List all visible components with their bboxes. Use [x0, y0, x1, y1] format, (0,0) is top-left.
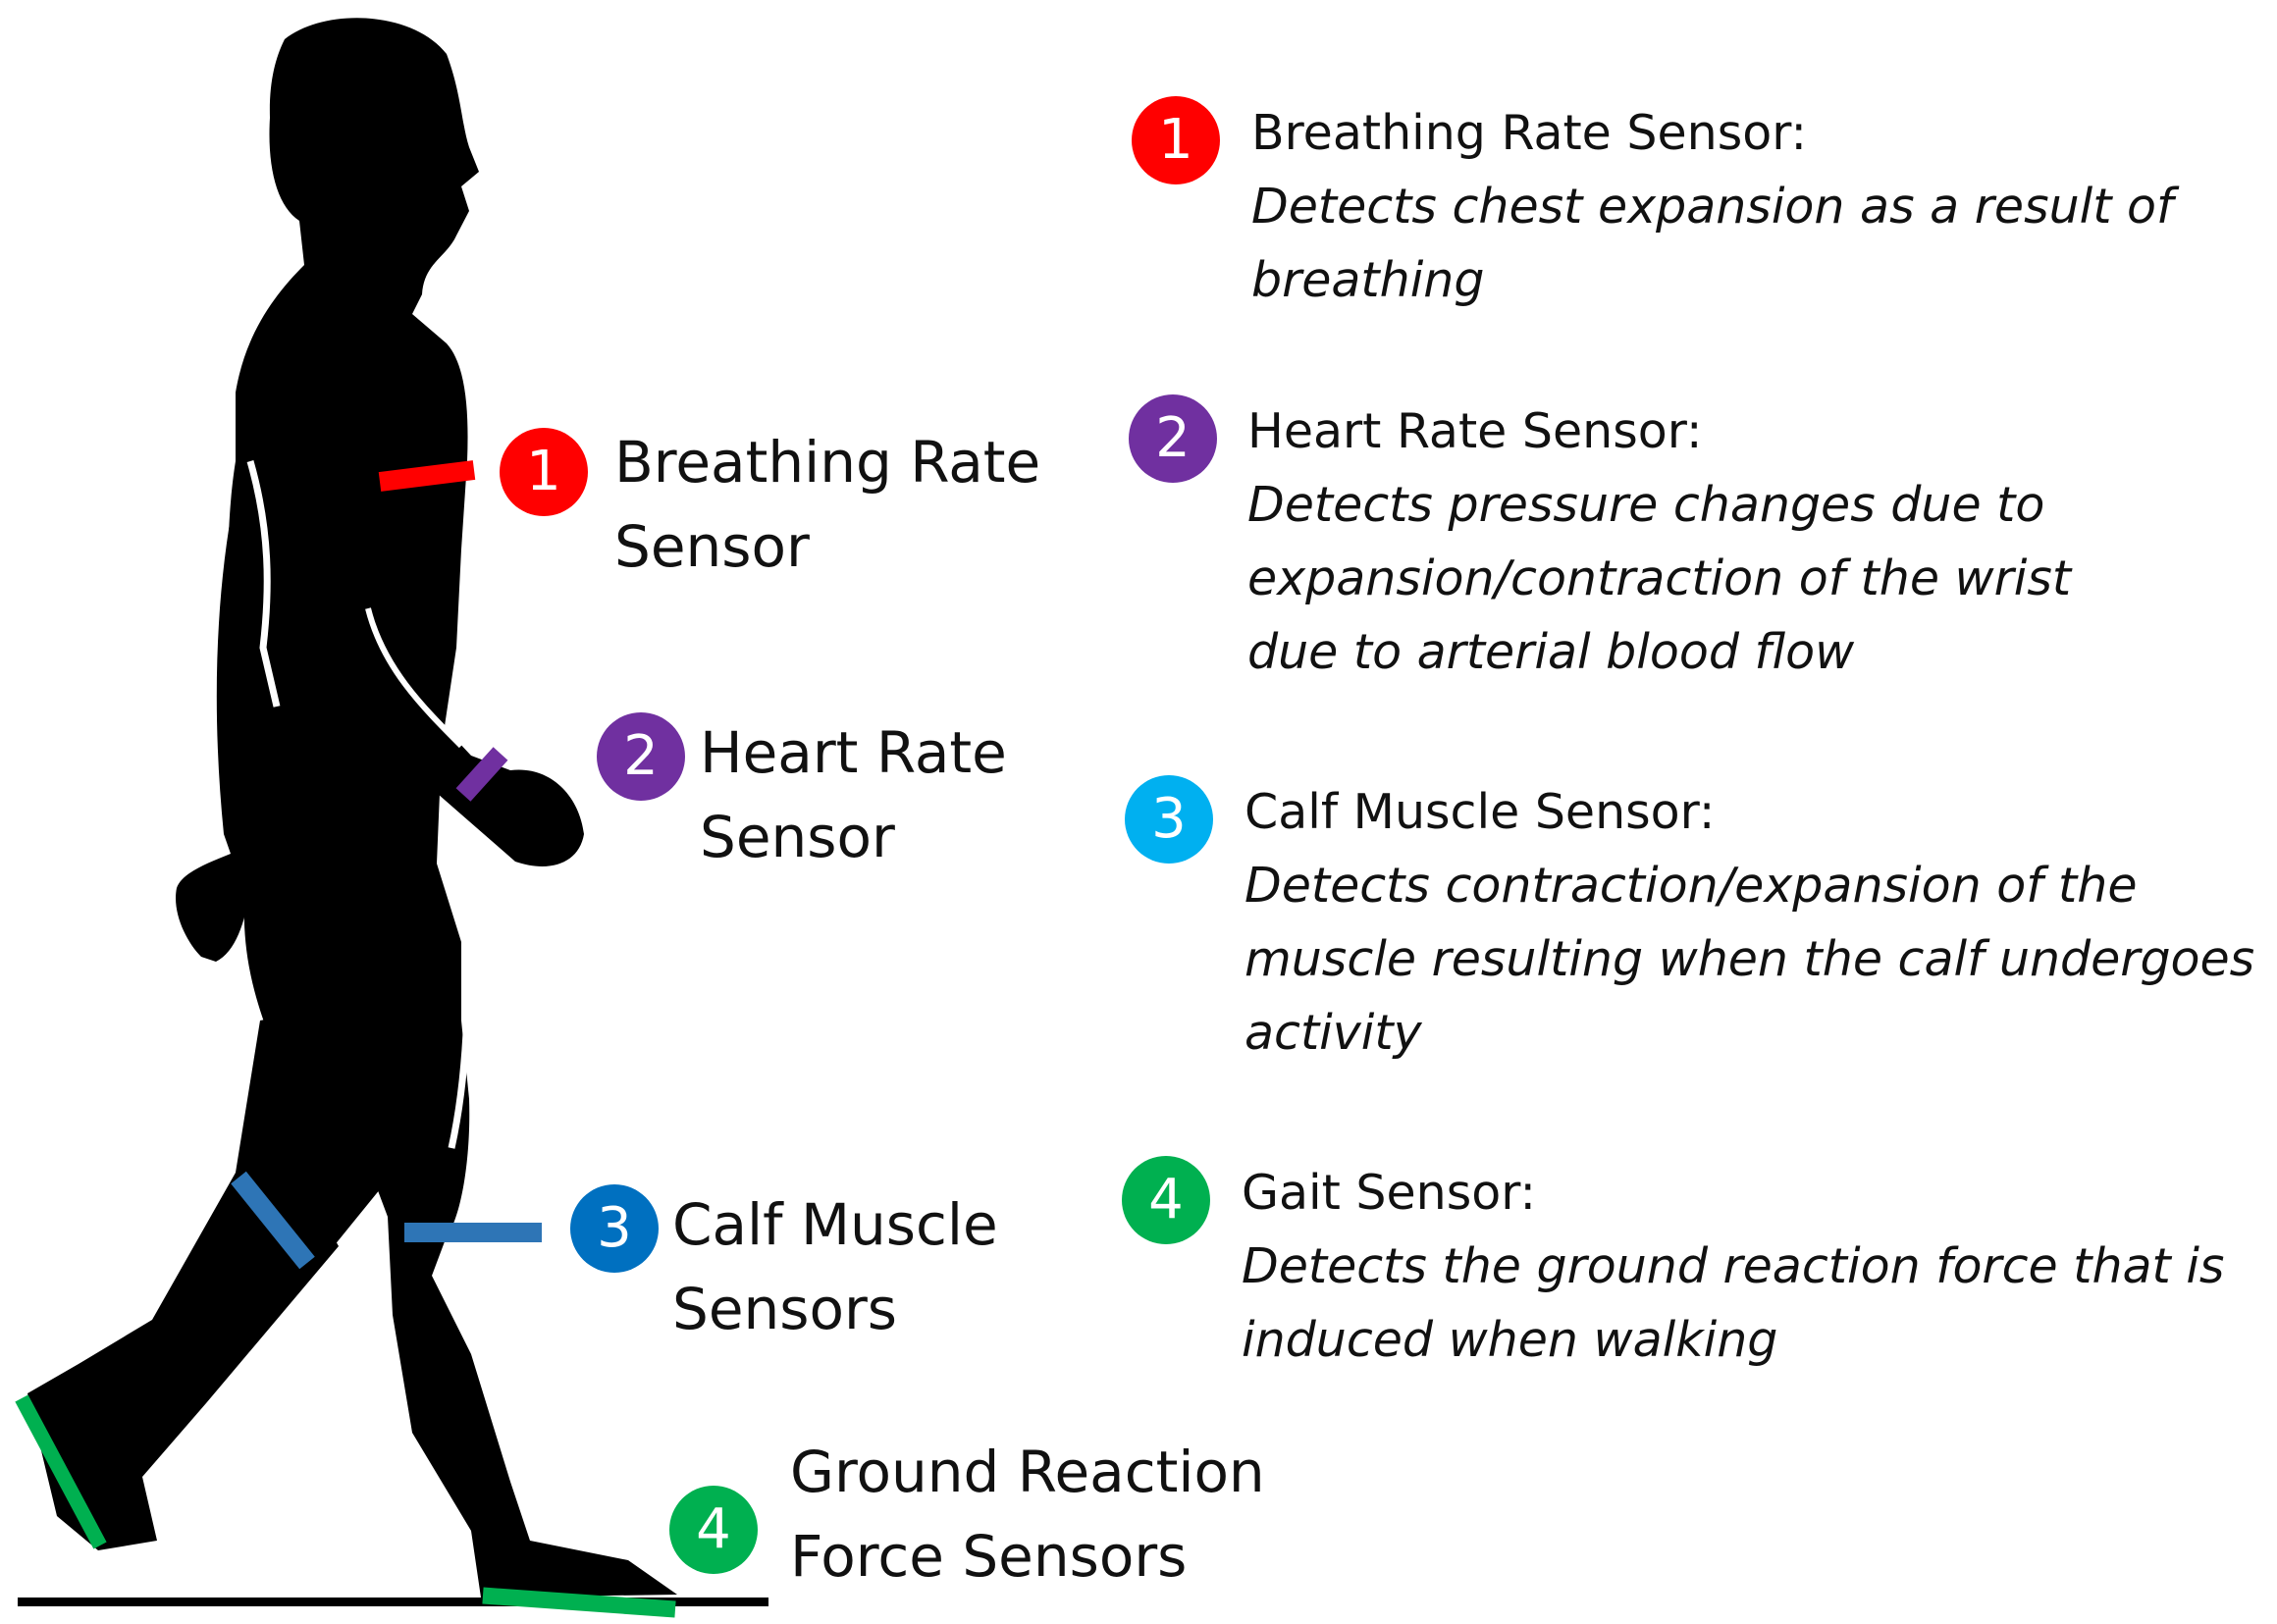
legend-1-desc-line1: Detects chest expansion as a result of [1251, 179, 2174, 235]
sensor-3-label-line1: Calf Muscle [672, 1191, 998, 1258]
legend-4-desc-line2: induced when walking [1242, 1312, 1778, 1368]
legend-4-desc-line1: Detects the ground reaction force that i… [1242, 1238, 2225, 1294]
legend-2-desc-line2: expansion/contraction of the wrist [1247, 550, 2072, 606]
legend-4-desc: Detects the ground reaction force that i… [1242, 1230, 2224, 1377]
sensor-2-label-line2: Sensor [700, 804, 895, 870]
arm-highlight [246, 460, 281, 707]
legend-2-title: Heart Rate Sensor: [1247, 403, 1703, 459]
legend-2-desc-line3: due to arterial blood flow [1247, 624, 1855, 680]
legend-1-title: Breathing Rate Sensor: [1251, 105, 1808, 161]
ground-sensor-front [482, 1587, 676, 1618]
legend-3-desc: Detects contraction/expansion of the mus… [1244, 849, 2254, 1070]
legend-2-badge: 2 [1129, 394, 1217, 483]
sensor-4-label: Ground Reaction Force Sensors [790, 1430, 1265, 1598]
sensor-1-badge: 1 [500, 428, 588, 516]
calf-sensor-band-back [231, 1171, 315, 1270]
sensor-1-label-line1: Breathing Rate [614, 429, 1041, 496]
legend-3-title: Calf Muscle Sensor: [1244, 784, 1716, 840]
legend-1-desc-line2: breathing [1251, 252, 1485, 308]
sensor-2-badge: 2 [597, 712, 685, 801]
sensor-1-label: Breathing Rate Sensor [614, 420, 1040, 589]
back-leg-silhouette [27, 1153, 339, 1550]
sensor-2-label-line1: Heart Rate [700, 719, 1007, 786]
front-arm-silhouette [326, 530, 584, 866]
breathing-sensor-band [378, 460, 476, 492]
legend-1-badge: 1 [1132, 96, 1220, 184]
sensor-4-label-line1: Ground Reaction [790, 1439, 1265, 1505]
sensor-4-label-line2: Force Sensors [790, 1523, 1188, 1590]
sensor-4-badge: 4 [669, 1486, 758, 1574]
heart-sensor-band [455, 747, 508, 802]
ground-sensor-back [15, 1394, 107, 1549]
leg-highlight [448, 853, 472, 1149]
legend-2-desc: Detects pressure changes due to expansio… [1247, 468, 2071, 689]
legend-4-title: Gait Sensor: [1242, 1165, 1537, 1221]
sensor-3-label: Calf Muscle Sensors [672, 1182, 998, 1351]
legend-3-desc-line3: activity [1244, 1005, 1422, 1061]
legend-3-desc-line2: muscle resulting when the calf undergoes [1244, 931, 2255, 987]
body-silhouette [228, 18, 677, 1598]
legend-3-desc-line1: Detects contraction/expansion of the [1244, 858, 2138, 914]
legend-2-desc-line1: Detects pressure changes due to [1247, 477, 2045, 533]
sensor-3-label-line2: Sensors [672, 1276, 898, 1342]
back-arm-silhouette [176, 491, 256, 962]
front-arm-highlight [365, 607, 464, 749]
ground-line [18, 1598, 768, 1606]
sensor-1-label-line2: Sensor [614, 513, 810, 580]
sensor-2-label: Heart Rate Sensor [700, 710, 1007, 879]
sensor-3-badge: 3 [570, 1184, 659, 1273]
legend-1-desc: Detects chest expansion as a result of b… [1251, 170, 2173, 317]
legend-4-badge: 4 [1122, 1156, 1210, 1244]
legend-3-badge: 3 [1125, 775, 1213, 864]
